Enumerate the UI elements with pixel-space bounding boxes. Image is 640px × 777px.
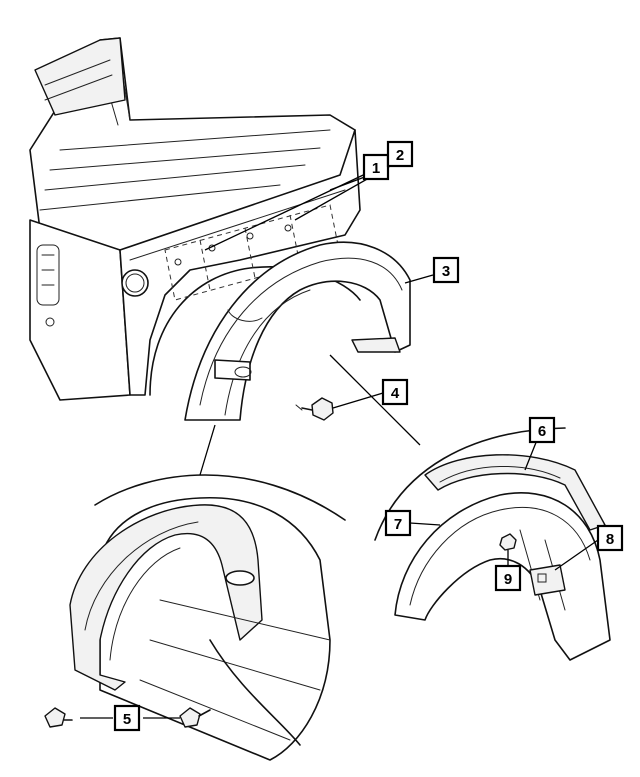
- callout-3: 3: [432, 256, 460, 284]
- callout-1: 1: [362, 153, 390, 181]
- callout-8: 8: [596, 524, 624, 552]
- leader-3: [404, 274, 434, 284]
- callout-2-label: 2: [396, 147, 404, 164]
- leader-1: [204, 167, 379, 251]
- callout-1-label: 1: [372, 160, 380, 177]
- leader-center-to-liner: [329, 354, 421, 446]
- callout-6: 6: [528, 416, 556, 444]
- truck-bed-illustration: [29, 37, 361, 401]
- leader-4: [332, 392, 384, 409]
- callout-9-label: 9: [504, 571, 512, 588]
- callout-5: 5: [113, 704, 141, 732]
- callout-4: 4: [381, 378, 409, 406]
- leader-7: [409, 522, 441, 526]
- push-pin-fasteners: [44, 707, 211, 728]
- leader-8: [554, 539, 599, 571]
- callout-9: 9: [494, 564, 522, 592]
- callout-4-label: 4: [391, 385, 400, 402]
- wheel-flare-illustration: [184, 241, 411, 421]
- leader-flare-to-detail: [199, 424, 216, 476]
- callout-3-label: 3: [442, 263, 450, 280]
- leader-lines: [80, 164, 599, 719]
- bolt-icon: [295, 397, 334, 421]
- callout-7-label: 7: [394, 516, 402, 533]
- callout-2: 2: [386, 140, 414, 168]
- leader-6: [524, 439, 538, 471]
- callout-8-label: 8: [606, 531, 614, 548]
- flare-detail-illustration: [69, 474, 346, 761]
- callout-6-label: 6: [538, 423, 546, 440]
- wheelhouse-liner-illustration: [374, 427, 611, 661]
- callout-5-label: 5: [123, 711, 131, 728]
- callout-7: 7: [384, 509, 412, 537]
